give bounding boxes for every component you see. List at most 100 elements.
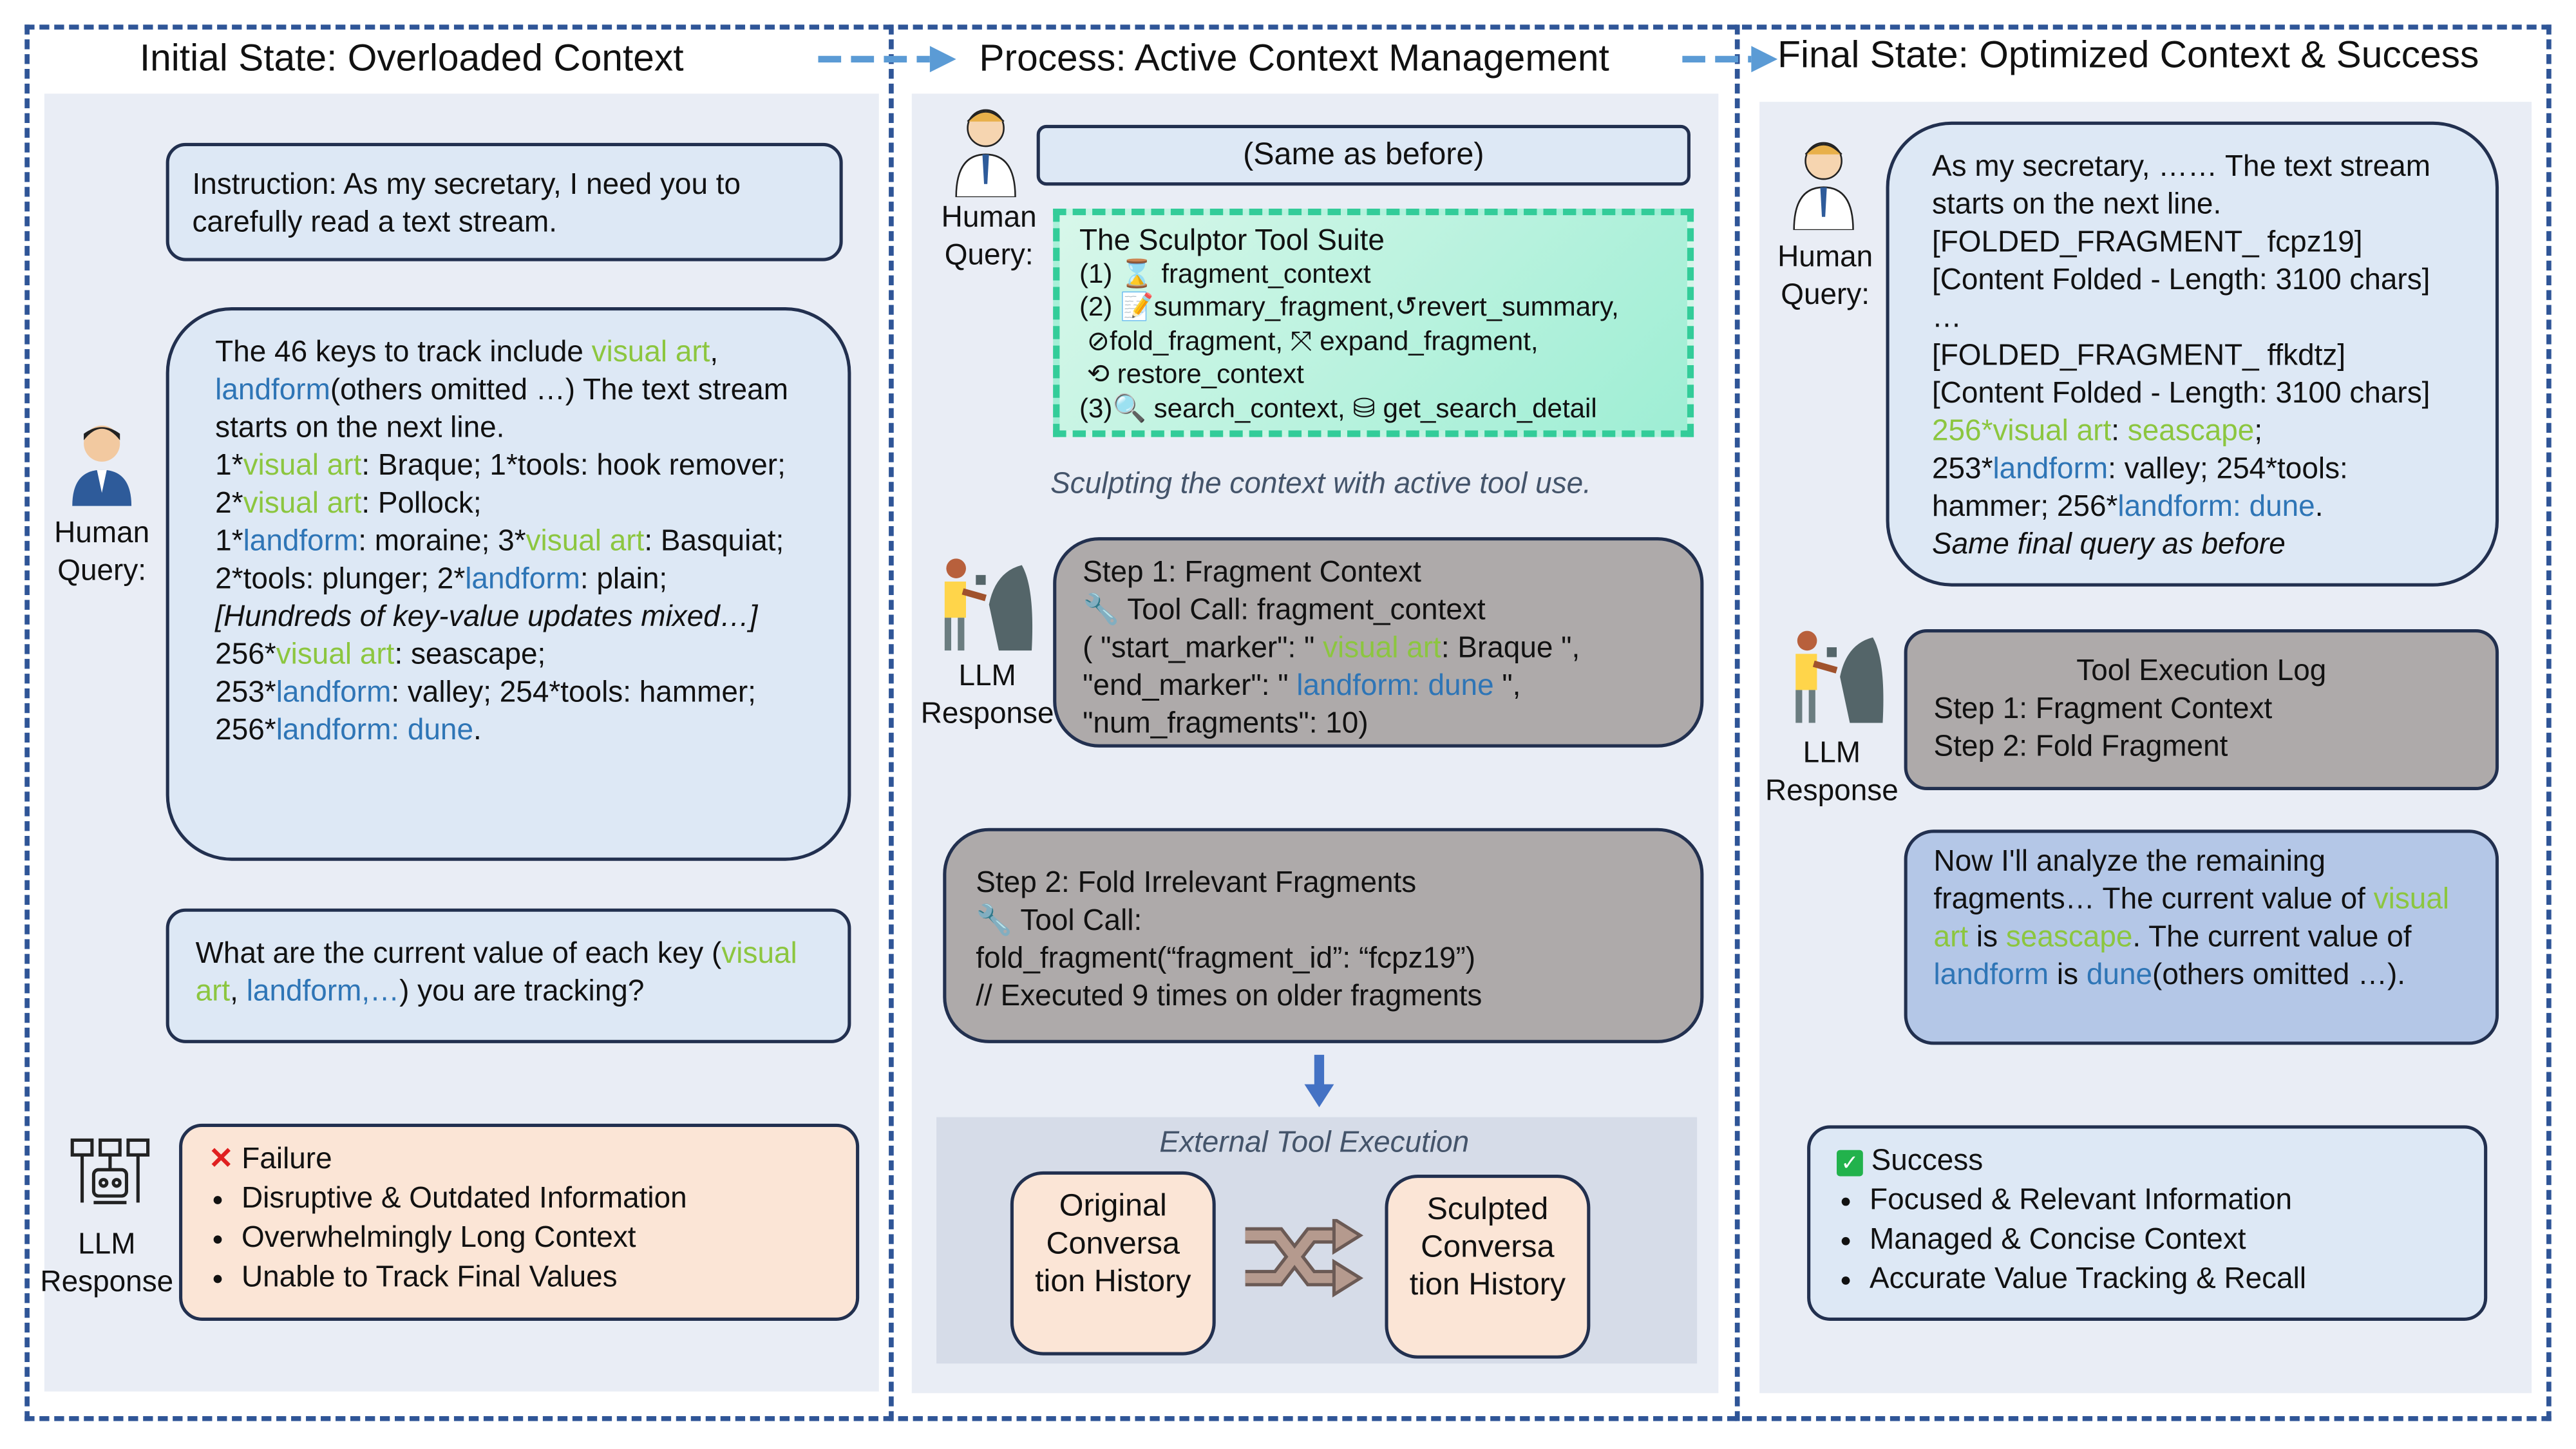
label-line: LLM [78, 1227, 136, 1260]
optimized-stream-bubble: As my secretary, …… The text stream star… [1886, 121, 2499, 587]
text-segment: // Executed 9 times on older fragments [976, 979, 1482, 1012]
text-segment: Step 1: Fragment Context [1083, 555, 1421, 589]
text-segment: "end_marker": " [1083, 668, 1297, 702]
label-line: Human [1777, 240, 1873, 273]
key-blue-text: landform [276, 675, 392, 708]
failure-list: Disruptive & Outdated InformationOverwhe… [209, 1178, 829, 1296]
question-box: What are the current value of each key (… [166, 908, 851, 1043]
key-blue-text: landform: dune [276, 713, 474, 746]
list-item: Accurate Value Tracking & Recall [1870, 1258, 2458, 1298]
text-segment: Step 2: Fold Irrelevant Fragments [976, 866, 1417, 899]
suite-row: (2) 📝summary_fragment,↺revert_summary, [1079, 291, 1667, 325]
list-item: Disruptive & Outdated Information [242, 1178, 829, 1217]
eye-slash-icon: ⊘ [1086, 326, 1110, 356]
text-segment: 253* [1931, 451, 1993, 485]
suite-row: ⟲ restore_context [1079, 358, 1667, 392]
key-blue-text: dune [2086, 958, 2153, 991]
key-blue-text: landform: dune [1296, 668, 1494, 702]
key-green-text: seascape [2005, 920, 2133, 953]
human-icon [1793, 142, 1854, 231]
outer-frame [24, 24, 2552, 1421]
success-list: Focused & Relevant InformationManaged & … [1837, 1180, 2458, 1298]
header-process: Process: Active Context Management [979, 36, 1609, 79]
text-segment: [Hundreds of key-value updates mixed…] [215, 600, 758, 633]
label-line: Query: [1781, 278, 1870, 311]
key-blue-text: landform [465, 562, 580, 595]
arrow-right-icon [1682, 46, 1778, 73]
arrow-down-icon [1304, 1054, 1334, 1108]
text-segment: is [1968, 920, 2006, 953]
key-green-text: visual art [591, 335, 710, 368]
key-blue-text: landform: dune [2117, 489, 2315, 523]
text-segment: : Basquiat; 2*tools: plunger; 2* [215, 524, 784, 595]
tool-restore-context: restore_context [1117, 359, 1304, 390]
text-segment: 253* [215, 675, 276, 708]
failure-title-text: Failure [242, 1141, 332, 1175]
success-title: ✓ Success [1837, 1142, 2458, 1180]
list-item: Step 1: Fragment Context [1933, 691, 2273, 724]
text-segment: 🔧 Tool Call: [976, 904, 1142, 937]
text-segment: : valley; 254*tools: hammer; 256* [215, 675, 756, 746]
success-box: ✓ Success Focused & Relevant Information… [1807, 1125, 2488, 1321]
text-segment: As my secretary, …… The text stream star… [1931, 149, 2431, 220]
text-segment: [FOLDED_FRAGMENT_ fcpz19] [1931, 225, 2363, 258]
text-segment: … [1931, 300, 1962, 334]
label-line: Query: [57, 553, 147, 587]
list-item: Step 2: Fold Fragment [1933, 729, 2228, 762]
text-segment: : moraine; 3* [358, 524, 526, 557]
text-segment: What are the current value of each key ( [195, 936, 722, 970]
text-segment: : [2111, 413, 2128, 447]
text-segment: : Braque; 1*tools: hook remover; 2* [215, 448, 786, 520]
failure-box: ✕ Failure Disruptive & Outdated Informat… [179, 1123, 860, 1321]
tool-log-box: Tool Execution Log Step 1: Fragment Cont… [1904, 629, 2499, 791]
text-segment: 1* [215, 448, 243, 482]
shuffle-icon [1245, 1218, 1364, 1298]
key-green-text: visual art [1933, 882, 2450, 953]
expand-icon: ⤧ [1290, 326, 1312, 356]
text-segment: : Pollock; [361, 486, 482, 520]
label-line: Response [920, 696, 1054, 730]
text-segment: : plain; [580, 562, 668, 595]
tool-get-search-detail: get_search_detail [1383, 393, 1597, 423]
sculptor-icon [1795, 630, 1884, 723]
label-line: Query: [944, 238, 1034, 271]
analysis-box: Now I'll analyze the remaining fragments… [1904, 829, 2499, 1045]
key-green-text: 256*visual art [1931, 413, 2112, 447]
text-segment: 🔧 Tool Call: fragment_context [1083, 592, 1486, 626]
text-segment: , [230, 974, 247, 1007]
header-initial: Initial State: Overloaded Context [139, 36, 684, 79]
sculpted-history-box: Sculpted Conversa tion History [1385, 1174, 1591, 1359]
text-segment: Now I'll analyze the remaining fragments… [1933, 844, 2374, 915]
text-segment: . [2315, 489, 2324, 523]
robot-icon [70, 1138, 150, 1204]
key-blue-text: landform [1993, 451, 2108, 485]
undo-icon: ↺ [1394, 292, 1418, 322]
text-segment: [Content Folded - Length: 3100 chars] [1931, 376, 2430, 410]
key-green-text: seascape [2127, 413, 2255, 447]
text-segment: , [710, 335, 719, 368]
text-segment: ", [1493, 668, 1521, 702]
document-edit-icon: 📝 [1120, 292, 1154, 322]
label-line: Human [941, 200, 1037, 234]
tool-expand-fragment: expand_fragment, [1320, 326, 1539, 356]
label-line: LLM [1803, 735, 1861, 769]
failure-title: ✕ Failure [209, 1140, 829, 1178]
key-green-text: visual art [276, 637, 395, 670]
key-green-text: visual art [1323, 630, 1441, 664]
label-line: Response [1765, 773, 1899, 807]
text-segment: is [2049, 958, 2087, 991]
suite-row: (1) ⌛ fragment_context [1079, 257, 1667, 290]
suite-title: The Sculptor Tool Suite [1079, 223, 1385, 256]
text-segment: : Braque ", [1441, 630, 1580, 664]
suite-number: (3) [1079, 393, 1113, 423]
divider [1734, 24, 1740, 1421]
text-segment: : valley; 254*tools: hammer; 256* [1931, 451, 2348, 523]
sculpting-caption: Sculpting the context with active tool u… [1050, 466, 1591, 500]
tool-summary-fragment: summary_fragment, [1153, 292, 1395, 322]
